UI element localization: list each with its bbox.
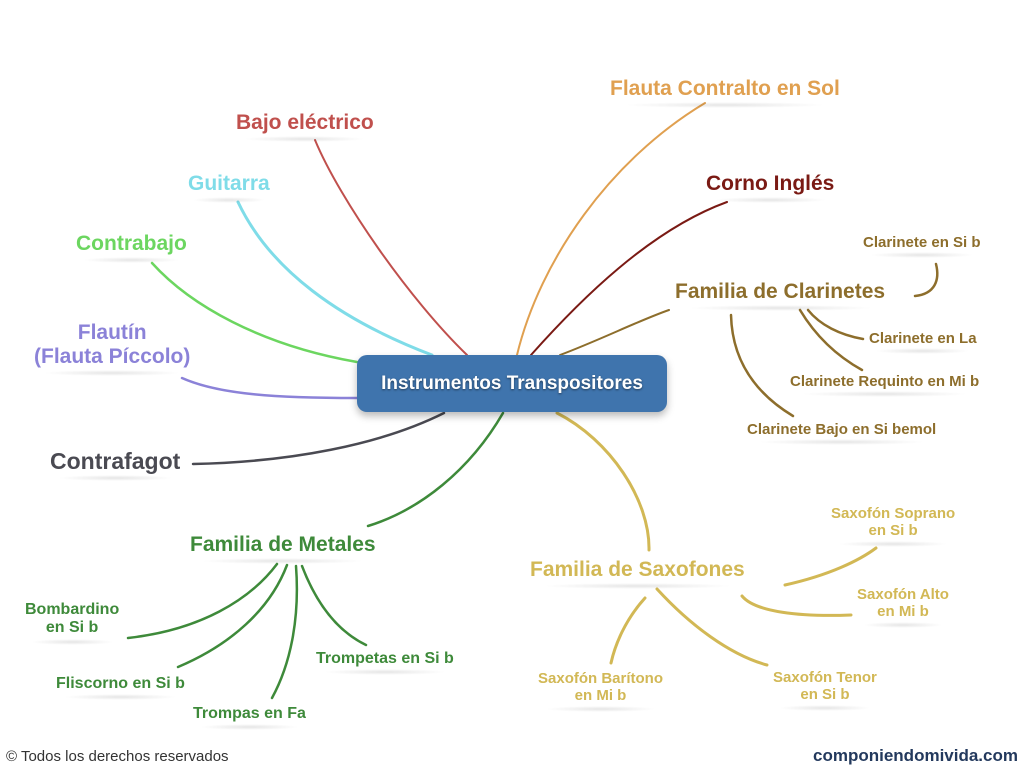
node-guitarra[interactable]: Guitarra <box>188 172 270 204</box>
edge-saxofones <box>555 411 651 552</box>
node-sax-baritono[interactable]: Saxofón Barítono en Mi b <box>538 670 664 711</box>
node-familia-metales[interactable]: Familia de Metales <box>190 533 376 565</box>
node-contrabajo-label: Contrabajo <box>76 232 187 255</box>
node-sax-soprano-line2: en Si b <box>868 522 918 540</box>
central-topic-label: Instrumentos Transpositores <box>381 372 643 394</box>
edge-bajo-electrico <box>314 139 468 356</box>
node-bombardino[interactable]: Bombardino en Si b <box>25 601 120 645</box>
website-link[interactable]: componiendomivida.com <box>813 746 1018 765</box>
node-corno-ingles-label: Corno Inglés <box>706 172 835 195</box>
edge-trompetas <box>300 564 368 647</box>
node-sax-alto-line1: Saxofón Alto <box>857 586 949 603</box>
edge-sax-alto <box>740 594 853 617</box>
node-sax-alto-line2: en Mi b <box>877 603 929 621</box>
node-fliscorno[interactable]: Fliscorno en Si b <box>56 675 185 701</box>
node-flauta-contralto-label: Flauta Contralto en Sol <box>610 77 840 100</box>
node-sax-alto[interactable]: Saxofón Alto en Mi b <box>857 586 949 627</box>
node-familia-saxofones-label: Familia de Saxofones <box>530 558 745 581</box>
node-clarinete-la-label: Clarinete en La <box>869 330 977 347</box>
node-clarinete-la[interactable]: Clarinete en La <box>869 330 977 355</box>
node-clarinete-bajo[interactable]: Clarinete Bajo en Si bemol <box>747 421 937 446</box>
edge-guitarra <box>236 200 434 357</box>
node-clarinete-bajo-label: Clarinete Bajo en Si bemol <box>747 421 937 438</box>
node-contrafagot-label: Contrafagot <box>50 448 181 474</box>
edge-clarinete-requinto <box>798 308 864 372</box>
edge-sax-baritono <box>609 596 647 665</box>
node-contrafagot[interactable]: Contrafagot <box>50 448 181 483</box>
edge-clarinete-bajo <box>729 313 795 418</box>
node-bajo-electrico-label: Bajo eléctrico <box>236 111 374 134</box>
edge-trompas <box>270 564 299 700</box>
edge-clarinetes <box>559 309 670 356</box>
node-clarinete-requinto[interactable]: Clarinete Requinto en Mi b <box>790 373 980 398</box>
node-sax-tenor-line1: Saxofón Tenor <box>773 669 877 686</box>
edge-contrabajo <box>150 261 359 364</box>
node-flautin[interactable]: Flautín (Flauta Píccolo) <box>34 321 191 377</box>
node-fliscorno-label: Fliscorno en Si b <box>56 675 185 692</box>
node-trompas-label: Trompas en Fa <box>193 705 306 722</box>
central-topic[interactable]: Instrumentos Transpositores <box>357 355 667 412</box>
node-familia-saxofones[interactable]: Familia de Saxofones <box>530 558 745 590</box>
edge-contrafagot <box>191 411 446 466</box>
node-familia-clarinetes-label: Familia de Clarinetes <box>675 280 886 303</box>
copyright-notice: © Todos los derechos reservados <box>6 748 229 765</box>
node-sax-baritono-line1: Saxofón Barítono <box>538 670 664 687</box>
node-corno-ingles[interactable]: Corno Inglés <box>706 172 835 204</box>
node-sax-baritono-line2: en Mi b <box>574 687 627 705</box>
edge-fliscorno <box>176 563 289 669</box>
node-contrabajo[interactable]: Contrabajo <box>76 232 187 264</box>
node-trompetas-label: Trompetas en Si b <box>316 650 454 667</box>
edge-metales <box>366 411 505 528</box>
edge-flautin <box>180 376 359 400</box>
node-clarinete-requinto-label: Clarinete Requinto en Mi b <box>790 373 980 390</box>
node-bombardino-line1: Bombardino <box>25 601 120 618</box>
node-flautin-line1: Flautín <box>77 321 147 344</box>
node-clarinete-si-b-label: Clarinete en Si b <box>863 234 981 251</box>
node-sax-soprano-line1: Saxofón Soprano <box>831 505 956 522</box>
node-bajo-electrico[interactable]: Bajo eléctrico <box>236 111 374 143</box>
node-guitarra-label: Guitarra <box>188 172 270 195</box>
edge-clarinete-si-b <box>913 262 939 298</box>
node-trompetas[interactable]: Trompetas en Si b <box>316 650 454 676</box>
node-bombardino-line2: en Si b <box>45 619 99 637</box>
edge-bombardino <box>126 562 279 640</box>
node-sax-soprano[interactable]: Saxofón Soprano en Si b <box>831 505 956 546</box>
node-sax-tenor[interactable]: Saxofón Tenor en Si b <box>773 669 877 710</box>
node-familia-clarinetes[interactable]: Familia de Clarinetes <box>675 280 886 312</box>
edge-clarinete-la <box>806 308 865 341</box>
edge-sax-soprano <box>783 546 878 587</box>
node-flautin-line2: (Flauta Píccolo) <box>34 345 191 369</box>
edge-sax-tenor <box>655 587 769 667</box>
node-sax-tenor-line2: en Si b <box>800 686 850 704</box>
edge-flauta-contralto <box>516 102 706 356</box>
node-clarinete-si-b[interactable]: Clarinete en Si b <box>863 234 981 259</box>
node-familia-metales-label: Familia de Metales <box>190 533 376 556</box>
edge-corno-ingles <box>530 201 728 356</box>
node-trompas[interactable]: Trompas en Fa <box>193 705 306 731</box>
node-flauta-contralto[interactable]: Flauta Contralto en Sol <box>610 77 840 109</box>
